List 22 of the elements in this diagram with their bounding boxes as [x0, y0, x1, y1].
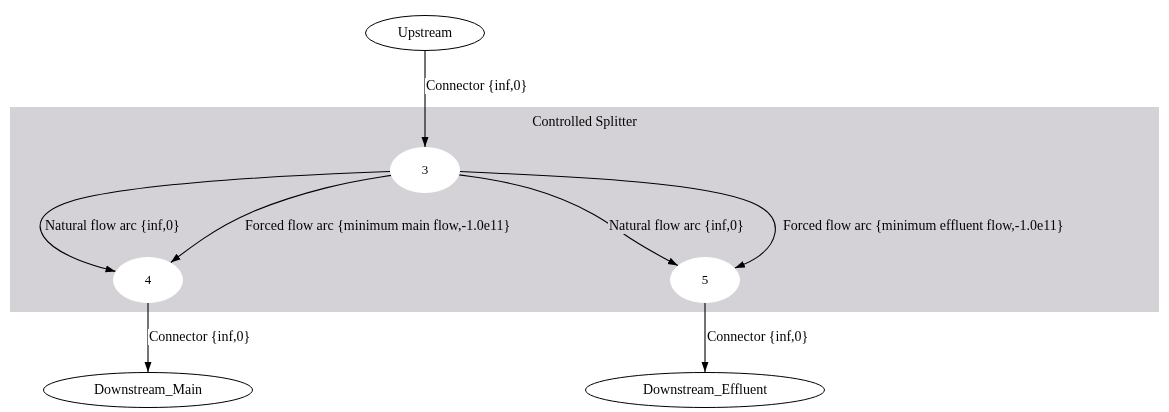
edge-label: Connector {inf,0} [706, 329, 810, 345]
node-label: 3 [420, 162, 430, 178]
arrow [39, 170, 391, 273]
cluster-panel [10, 107, 1159, 312]
edge-label: Connector {inf,0} [148, 329, 252, 345]
edge-label: Natural flow arc {inf,0} [608, 218, 745, 234]
node-label: 4 [143, 272, 153, 288]
edge-label: Forced flow arc {minimum main flow,-1.0e11} [244, 218, 512, 234]
edge-label: Connector {inf,0} [425, 78, 529, 94]
arrow [421, 50, 429, 148]
edge-label: Forced flow arc {minimum effluent flow,-1.0e11} [782, 218, 1065, 234]
arrow [144, 302, 152, 373]
edge-label: Natural flow arc {inf,0} [44, 218, 181, 234]
node-label: Downstream_Main [92, 382, 204, 398]
arrow [459, 171, 776, 269]
node-label: Downstream_Effluent [641, 382, 769, 398]
arrow [458, 174, 679, 267]
node-label: Upstream [396, 25, 454, 41]
arrow [701, 302, 709, 373]
node-label: 5 [700, 272, 710, 288]
arrow [170, 174, 392, 264]
cluster-title: Controlled Splitter [531, 114, 638, 130]
